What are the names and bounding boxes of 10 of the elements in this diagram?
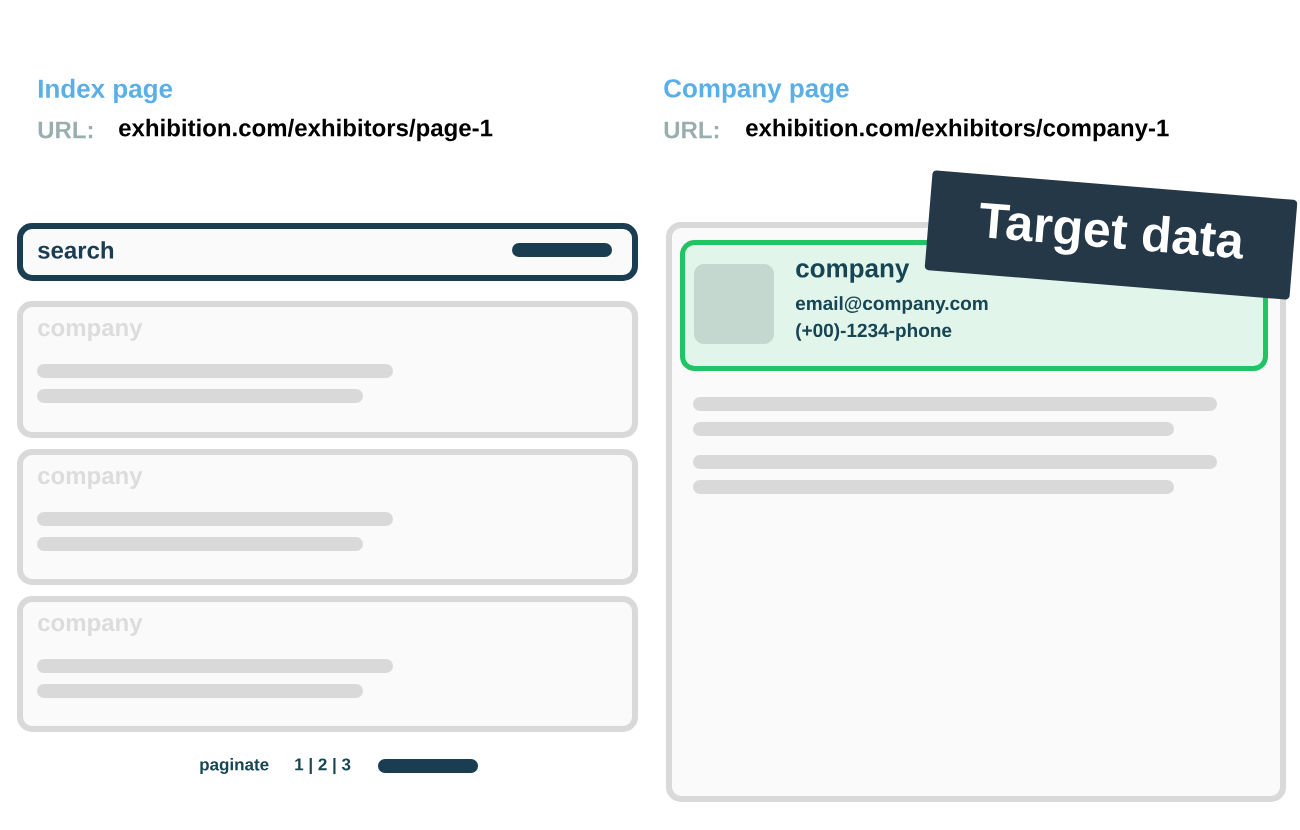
target-data-tag: Target data bbox=[924, 170, 1298, 300]
pagination-label: paginate bbox=[200, 758, 269, 774]
url-text: exhibition.com/exhibitors/page-1 bbox=[119, 118, 493, 142]
url-label: URL: bbox=[664, 121, 719, 139]
page-heading: Company page bbox=[664, 79, 849, 103]
url-text: exhibition.com/exhibitors/company-1 bbox=[746, 118, 1169, 142]
page-heading: Index page bbox=[38, 78, 173, 104]
search-bar: search bbox=[17, 223, 638, 281]
url-label: URL: bbox=[38, 121, 93, 139]
page-numbers: 1 | 2 | 3 bbox=[295, 757, 351, 775]
